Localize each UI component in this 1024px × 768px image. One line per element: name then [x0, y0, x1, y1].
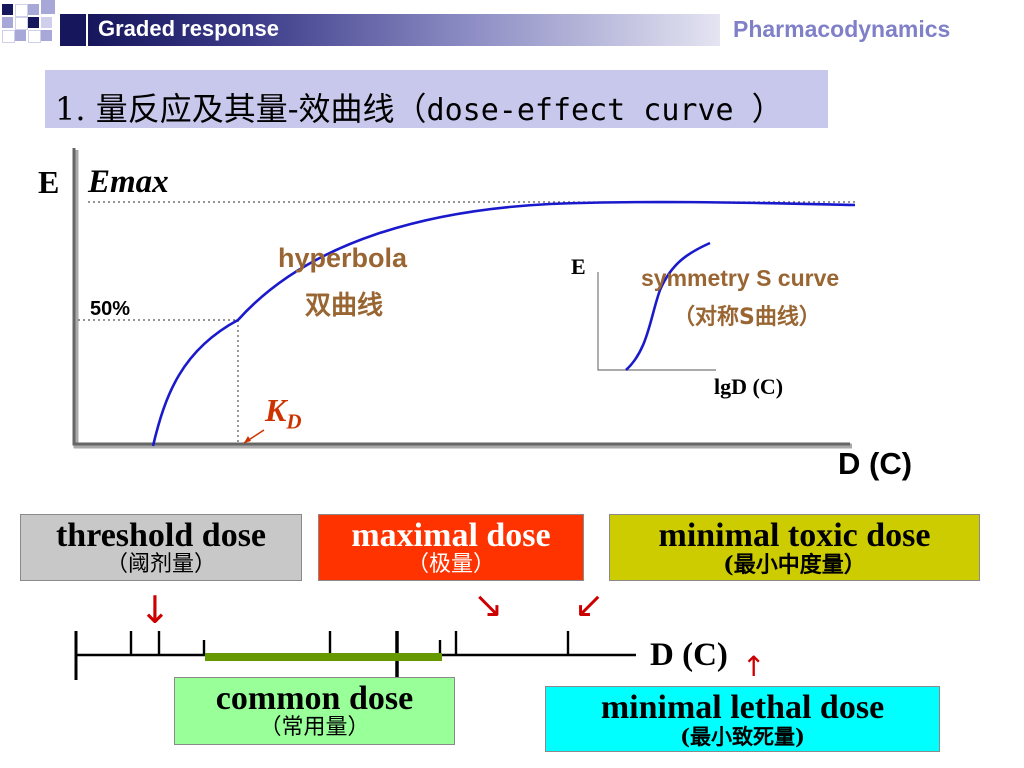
- main-x-axis-label: D (C): [838, 446, 913, 481]
- decor-square: [2, 4, 13, 15]
- heading-english: dose-effect curve: [426, 93, 752, 128]
- inset-y-axis-label: E: [571, 254, 586, 279]
- heading-number: 1.: [55, 90, 86, 128]
- s-curve-label: symmetry S curve: [641, 265, 840, 291]
- header-title: Graded response: [98, 16, 279, 41]
- minimal-toxic-dose-label: minimal toxic dose: [658, 517, 931, 554]
- minimal-toxic-dose-box: minimal toxic dose (最小中度量）: [609, 514, 980, 581]
- decor-square: [60, 14, 86, 46]
- hyperbola-label-zh: 双曲线: [305, 291, 384, 321]
- common-dose-box: common dose （常用量）: [174, 677, 455, 745]
- header-subject: Pharmacodynamics: [733, 16, 951, 42]
- threshold-dose-label-zh: （阈剂量）: [105, 552, 216, 577]
- minimal-lethal-dose-label: minimal lethal dose: [600, 689, 885, 726]
- hyperbola-curve: [151, 200, 856, 447]
- inset-axes: [597, 272, 716, 371]
- header-bar: [88, 14, 720, 46]
- heading-chinese: 量反应及其量-效曲线（: [85, 90, 427, 128]
- decor-square: [28, 30, 41, 43]
- hyperbola-label: hyperbola: [278, 243, 408, 273]
- common-dose-label-zh: （常用量）: [259, 715, 370, 740]
- threshold-dose-box: threshold dose （阈剂量）: [20, 514, 302, 581]
- heading-close: ）: [751, 90, 784, 128]
- minimal-lethal-dose-label-zh: (最小致死量): [680, 724, 805, 749]
- decor-square: [28, 17, 39, 28]
- decor-square: [15, 30, 26, 41]
- s-curve: [625, 241, 711, 371]
- kd-label: KD: [265, 392, 302, 434]
- s-curve-label-zh: （对称S曲线）: [673, 299, 821, 331]
- lethal-arrow-icon: ↑: [742, 650, 766, 683]
- maximal-dose-label-zh: （极量）: [406, 552, 495, 577]
- main-axis-shadow: [73, 150, 852, 449]
- kd-label-sub: D: [286, 409, 302, 434]
- maximal-dose-box: maximal dose （极量）: [318, 514, 584, 581]
- common-dose-range-bar: [205, 653, 442, 661]
- minimal-toxic-dose-label-zh: (最小中度量）: [723, 552, 866, 578]
- kd-arrow-head: [244, 436, 251, 443]
- main-axes: [72, 148, 850, 446]
- maximal-dose-label: maximal dose: [351, 517, 551, 554]
- kd-label-main: K: [265, 392, 287, 428]
- heading-box: [45, 70, 828, 128]
- toxic-arrow-icon: ↙: [574, 585, 605, 626]
- dose-axis-label: D (C): [650, 637, 728, 673]
- decor-square: [28, 4, 39, 15]
- decor-square: [41, 0, 55, 14]
- decor-square: [41, 30, 52, 41]
- maximal-arrow-icon: ↘: [473, 585, 504, 626]
- common-dose-label: common dose: [215, 680, 414, 717]
- half-max-label: 50%: [90, 298, 131, 320]
- s-curve-label-zh-open: （对称: [673, 305, 740, 330]
- main-y-axis-label: E: [38, 164, 60, 200]
- threshold-dose-label: threshold dose: [55, 517, 267, 554]
- threshold-arrow-icon: ↓: [139, 588, 171, 632]
- decor-square: [15, 17, 28, 30]
- inset-x-axis-label: lgD (C): [714, 374, 784, 399]
- s-curve-label-zh-close: 曲线）: [754, 305, 821, 330]
- s-curve-label-zh-s: S: [739, 305, 755, 330]
- decor-square: [2, 17, 13, 28]
- decor-square: [41, 17, 52, 28]
- minimal-lethal-dose-box: minimal lethal dose (最小致死量): [545, 686, 940, 752]
- decor-square: [2, 30, 15, 43]
- slide-heading: 1. 量反应及其量-效曲线（dose-effect curve ）: [55, 84, 784, 130]
- decor-square: [15, 4, 28, 17]
- emax-label: Emax: [88, 164, 169, 200]
